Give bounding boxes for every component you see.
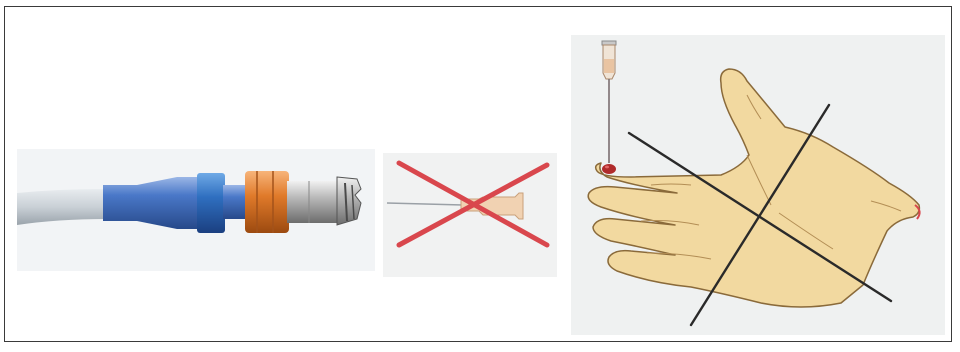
connector-illustration [17, 149, 375, 271]
figure-frame [4, 6, 952, 342]
prohibited-needle-illustration [383, 153, 557, 277]
blood-drop [602, 164, 616, 174]
needle-shaft [387, 203, 463, 205]
prohibited-hand-needle-illustration [571, 35, 945, 335]
prohibited-hand-panel [571, 35, 945, 335]
prohibited-needle-panel [383, 153, 557, 277]
connector-panel [17, 149, 375, 271]
glove-hand [588, 69, 919, 307]
